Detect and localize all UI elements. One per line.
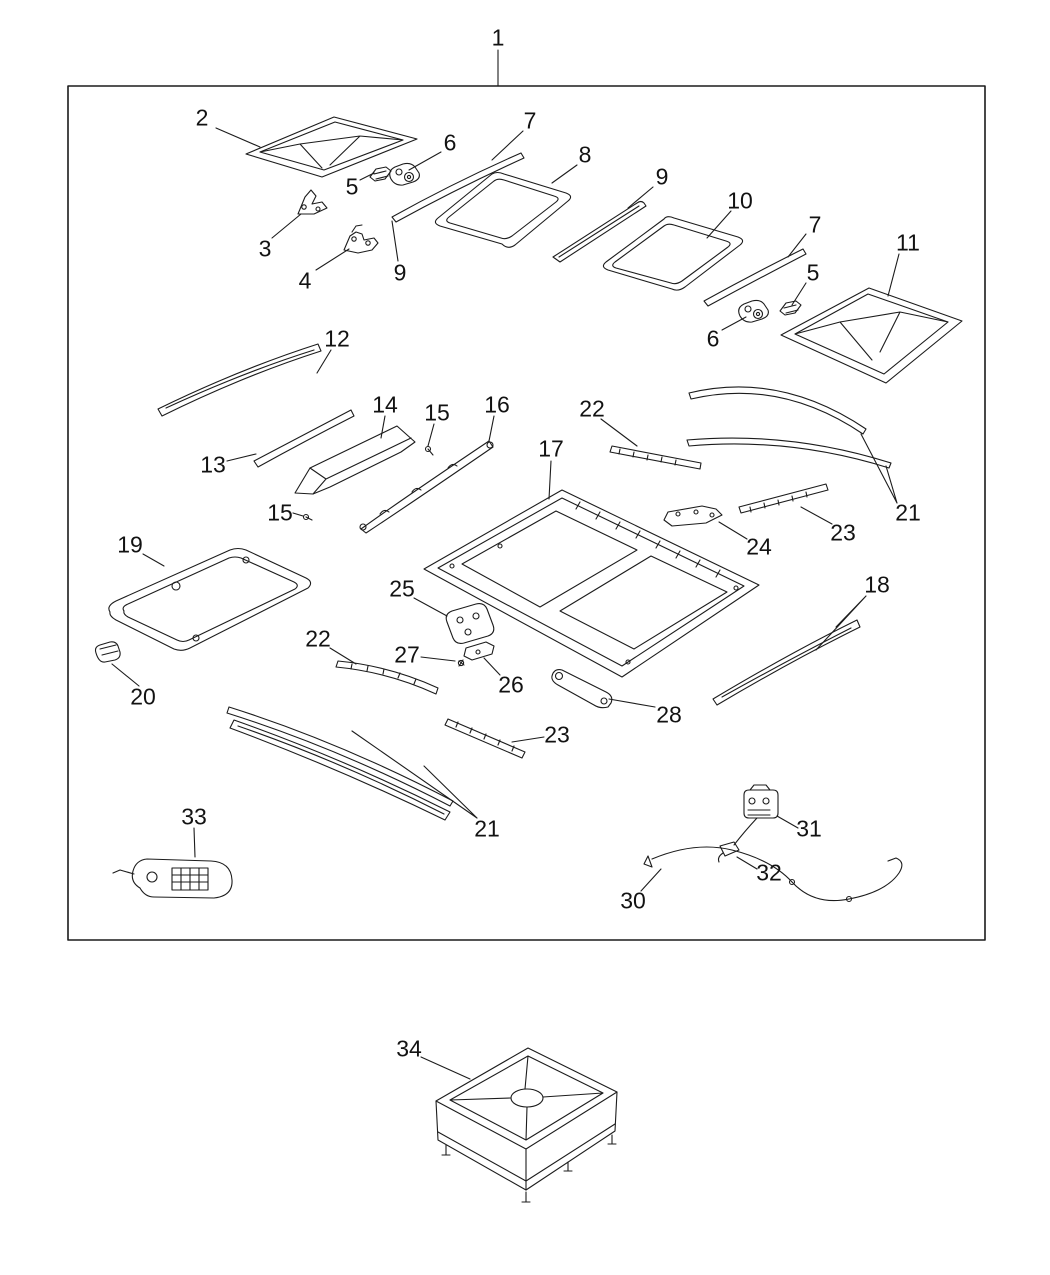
- part-7-side-rail-right: [703, 248, 807, 307]
- callout-22b: 22: [305, 625, 331, 652]
- callout-34: 34: [396, 1035, 422, 1062]
- callout-6a: 6: [443, 129, 457, 156]
- diagram-border: [67, 85, 986, 941]
- part-21-drip-rail-left: [226, 706, 454, 821]
- callout-18: 18: [864, 571, 890, 598]
- part-12-header-trim: [157, 343, 322, 417]
- part-21-drip-rail-right: [686, 386, 892, 469]
- part-17-sunroof-frame: [423, 489, 760, 678]
- callout-27: 27: [394, 641, 420, 668]
- part-22-guide-left: [335, 660, 439, 695]
- part-20-clip: [94, 641, 121, 663]
- callout-4: 4: [298, 267, 312, 294]
- callout-14: 14: [372, 391, 398, 418]
- callout-23a: 23: [830, 519, 856, 546]
- callout-5a: 5: [345, 173, 359, 200]
- callout-11: 11: [896, 229, 920, 256]
- callout-12: 12: [324, 325, 350, 352]
- part-18-side-trim-right: [712, 619, 861, 706]
- part-7-side-rail-left: [391, 152, 525, 223]
- part-23-guide-rail-left: [444, 718, 526, 759]
- part-6-motor-right: [738, 299, 769, 323]
- callout-31: 31: [796, 815, 822, 842]
- part-32-connector: [717, 817, 758, 863]
- part-22-guide-right: [609, 445, 702, 470]
- part-31-motor: [743, 784, 779, 819]
- callout-20: 20: [130, 683, 156, 710]
- part-28-link-arm: [551, 669, 613, 709]
- callout-32: 32: [756, 859, 782, 886]
- callout-5b: 5: [806, 259, 820, 286]
- part-4-bracket: [343, 224, 379, 254]
- callout-15b: 15: [267, 499, 293, 526]
- part-15-screw-b: [302, 513, 313, 521]
- callout-33: 33: [181, 803, 207, 830]
- callout-9a: 9: [655, 163, 669, 190]
- callout-28: 28: [656, 701, 682, 728]
- part-25-mount-bracket: [445, 603, 495, 644]
- part-30-drain-hose: [643, 846, 903, 903]
- callout-15a: 15: [424, 399, 450, 426]
- part-26-bracket-lower: [463, 641, 495, 661]
- part-19-seal-frame: [108, 547, 312, 651]
- part-23-guide-rail-right: [738, 483, 829, 514]
- part-13-trim-strip: [253, 409, 355, 468]
- part-10-rear-glass-seal: [602, 216, 744, 291]
- part-8-front-glass-seal: [434, 171, 572, 248]
- callout-26: 26: [498, 671, 524, 698]
- callout-7b: 7: [808, 211, 822, 238]
- part-5-clip-right: [779, 300, 802, 316]
- part-3-bracket: [297, 189, 328, 215]
- callout-13: 13: [200, 451, 226, 478]
- callout-19: 19: [117, 531, 143, 558]
- part-24-bracket-plate: [663, 505, 723, 527]
- callout-21b: 21: [474, 815, 500, 842]
- callout-2: 2: [195, 104, 209, 131]
- callout-8: 8: [578, 141, 592, 168]
- callout-6b: 6: [706, 325, 720, 352]
- callout-22a: 22: [579, 395, 605, 422]
- callout-10: 10: [727, 187, 753, 214]
- callout-23b: 23: [544, 721, 570, 748]
- part-2-front-glass-panel: [245, 116, 418, 178]
- callout-1: 1: [491, 24, 505, 51]
- part-27-screw: [457, 659, 465, 667]
- callout-24: 24: [746, 533, 772, 560]
- callout-16: 16: [484, 391, 510, 418]
- callout-21a: 21: [895, 499, 921, 526]
- leader-lines: [111, 49, 900, 1080]
- callout-3: 3: [258, 235, 272, 262]
- callout-7a: 7: [523, 107, 537, 134]
- callout-25: 25: [389, 575, 415, 602]
- part-15-screw-a: [424, 445, 434, 456]
- callout-9b: 9: [393, 259, 407, 286]
- callout-30: 30: [620, 887, 646, 914]
- callout-17: 17: [538, 435, 564, 462]
- part-14-front-channel: [294, 425, 416, 495]
- part-33-warning-handle: [112, 858, 233, 899]
- part-16-wind-deflector: [359, 440, 494, 534]
- part-9-seal-strip: [552, 200, 647, 263]
- part-6-motor-left: [389, 162, 420, 186]
- part-11-rear-glass-panel: [780, 287, 963, 384]
- part-34-packaged-module: [435, 1047, 618, 1203]
